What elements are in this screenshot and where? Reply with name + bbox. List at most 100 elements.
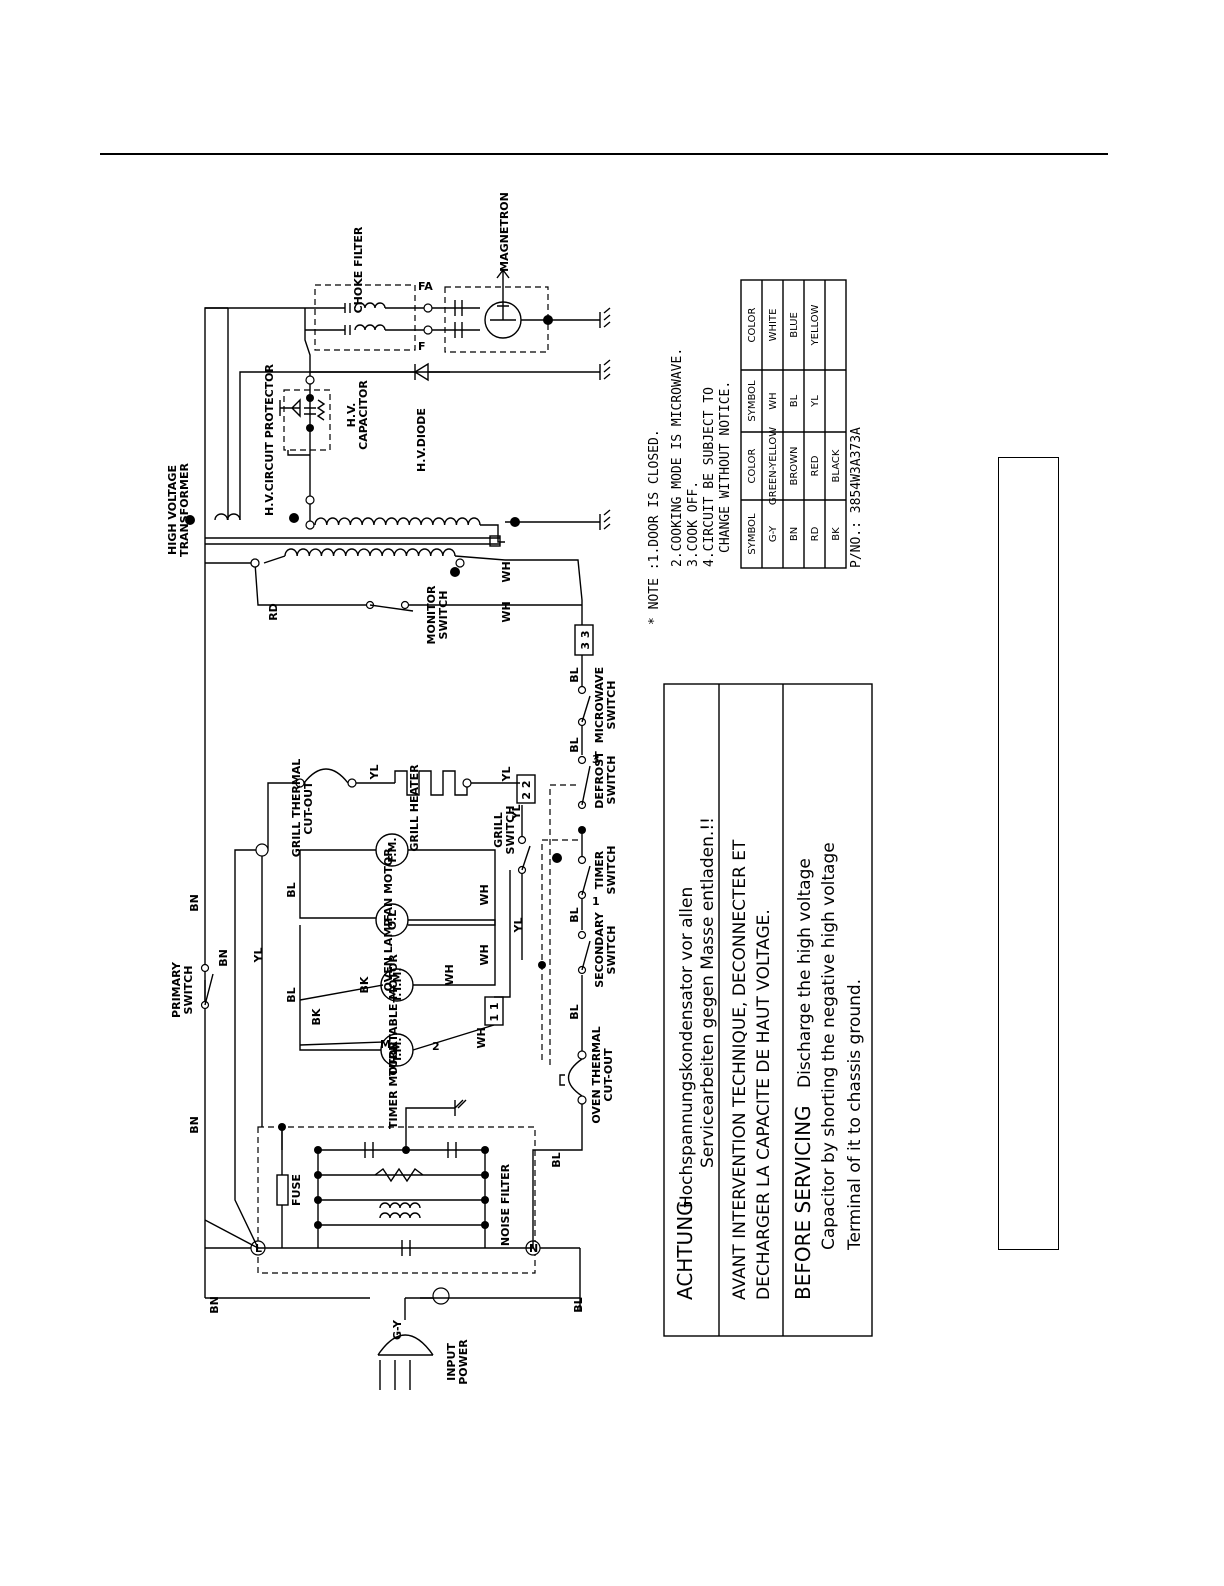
turntable-motor-label: T.T.M. bbox=[391, 967, 404, 1002]
hvt-primary-a bbox=[250, 558, 260, 568]
filter-choke-a bbox=[379, 1202, 421, 1209]
motor-m-label: M bbox=[380, 1038, 391, 1051]
hv-diode-label: H.V.DIODE bbox=[415, 408, 428, 472]
note-line-2: 2.COOKING MODE IS MICROWAVE. bbox=[670, 348, 685, 567]
magnetron-antenna bbox=[496, 268, 510, 302]
timer-sw-node bbox=[552, 853, 562, 863]
wire-label-wh-3: WH bbox=[443, 964, 456, 985]
filter-ground-lead bbox=[405, 1107, 455, 1150]
cap-term-a bbox=[305, 495, 315, 505]
part-number: P/NO.: 3854W3A373A bbox=[849, 427, 864, 568]
hvt-secondary-coil bbox=[314, 517, 481, 526]
timer-switch-lever bbox=[581, 865, 591, 896]
note-line-4: 4.CIRCUIT BE SUBJECT TO bbox=[702, 387, 717, 567]
hvt-primary-coil bbox=[284, 548, 456, 557]
note-line-3: 3.COOK OFF. bbox=[686, 481, 701, 567]
wire-label-yl-2: YL bbox=[368, 765, 381, 781]
hv-protector-box bbox=[283, 389, 331, 451]
blank-frame bbox=[998, 457, 1059, 1250]
color-table-header: SYMBOL bbox=[747, 380, 758, 422]
color-table-cell: YELLOW bbox=[810, 304, 821, 346]
warning-box bbox=[663, 683, 873, 1337]
wire-label-wh: WH bbox=[478, 884, 491, 905]
hvt-core bbox=[205, 537, 500, 545]
choke-coil-b bbox=[354, 324, 386, 331]
cap-term-b bbox=[305, 375, 315, 385]
primary-switch-lever bbox=[204, 973, 214, 1006]
wire-label-bl-2: BL bbox=[285, 882, 298, 897]
warning-en-line3: Terminal of it to chassis ground. bbox=[845, 979, 865, 1251]
color-table-cell: G-Y bbox=[768, 525, 779, 542]
ground-terminal-icon bbox=[432, 1287, 450, 1305]
secondary-switch-lever bbox=[581, 940, 591, 971]
wire-label-bk-2: BK bbox=[358, 976, 371, 993]
ground-icon-1 bbox=[599, 509, 611, 530]
grill-switch-lever bbox=[521, 845, 531, 871]
choke-term-a bbox=[423, 303, 433, 313]
grill-heater-label: GRILL HEATER bbox=[408, 764, 421, 852]
motor-2-label: 2 bbox=[432, 1040, 440, 1053]
bn-feed bbox=[204, 1247, 258, 1298]
hv-protector-diode bbox=[279, 398, 301, 418]
color-table-cell: YL bbox=[810, 395, 821, 408]
secondary-switch-contact-b bbox=[577, 930, 587, 940]
microwave-switch-contact-b bbox=[577, 685, 587, 695]
hvt-primary-b bbox=[455, 558, 465, 568]
choke-filter-label: CHOKE FILTER bbox=[352, 226, 365, 313]
rd-wire bbox=[254, 562, 370, 606]
defrost-switch-label: DEFROSTSWITCH bbox=[593, 751, 618, 809]
connector-22-label: 2 2 bbox=[520, 780, 533, 799]
hv-prot-lead bbox=[287, 450, 310, 456]
plug-body bbox=[377, 1334, 434, 1356]
filter-mid-node bbox=[402, 1146, 410, 1154]
wire-label-bl-6: BL bbox=[568, 907, 581, 922]
magnetron-leads bbox=[432, 307, 480, 331]
connector-11-label: 1 1 bbox=[488, 1002, 501, 1021]
defrost-switch-contact-b bbox=[577, 755, 587, 765]
cap-top bbox=[304, 308, 311, 376]
grill-cutout-label: GRILL THERMALCUT-OUT bbox=[290, 759, 315, 858]
wire-label-bl: BL bbox=[572, 1297, 585, 1312]
hv-protector-label: H.V.CIRCUIT PROTECTOR bbox=[263, 363, 276, 516]
choke-out bbox=[385, 307, 424, 331]
connector-22 bbox=[516, 774, 536, 804]
color-table-cell: BL bbox=[789, 394, 800, 407]
wire-label-wh-4: WH bbox=[475, 1027, 488, 1048]
note-line-1: * NOTE :1.DOOR IS CLOSED. bbox=[647, 429, 662, 625]
wire-label-yl: YL bbox=[252, 948, 265, 964]
terminal-fa-label: FA bbox=[418, 280, 433, 293]
timer-switch-label: TIMERSWITCH bbox=[593, 846, 618, 895]
input-power-label: INPUTPOWER bbox=[445, 1339, 470, 1385]
grill-heater-element bbox=[394, 770, 468, 796]
timer-motor-label: TIMER MOTOR bbox=[387, 1040, 400, 1129]
wire-label-bl-7: BL bbox=[568, 737, 581, 752]
hvt-fil-dot bbox=[185, 515, 195, 525]
hv-cap-plates bbox=[304, 407, 316, 415]
bl-bus bbox=[299, 925, 383, 1051]
wire-label-bk: BK bbox=[310, 1008, 323, 1025]
defrost-switch-lever bbox=[581, 765, 591, 806]
ground-icon-3 bbox=[599, 307, 611, 328]
connector-33 bbox=[574, 624, 594, 656]
filter-y-caps bbox=[364, 1142, 457, 1158]
warning-fr-line1: AVANT INTERVENTION TECHNIQUE, DECONNECTE… bbox=[730, 839, 750, 1300]
timer-link-a bbox=[541, 839, 580, 1060]
hvt-primary-leads bbox=[263, 555, 506, 564]
warning-en-line1: Discharge the high voltage bbox=[795, 858, 815, 1088]
hv-diode-icon bbox=[413, 362, 429, 382]
fuse-body bbox=[276, 1174, 289, 1206]
monitor-switch-lever bbox=[369, 604, 414, 612]
magnetron-internals bbox=[490, 302, 516, 321]
color-table-cell: BLACK bbox=[831, 449, 842, 482]
wh-return-a bbox=[408, 849, 496, 926]
note-line-5: CHANGE WITHOUT NOTICE. bbox=[718, 381, 733, 553]
wire-label-bn-4: BN bbox=[217, 949, 230, 967]
monitor-switch-label: MONITORSWITCH bbox=[425, 585, 450, 644]
oven-cutout-a bbox=[577, 1095, 587, 1105]
bl-bus-top bbox=[299, 850, 380, 919]
warning-de-line2: Servicearbeiten gegen Masse entladen.!! bbox=[698, 817, 718, 1168]
bl-feed bbox=[535, 1247, 581, 1310]
microwave-switch-lever bbox=[581, 695, 591, 723]
hv-capacitor-label: H.V.CAPACITOR bbox=[345, 380, 370, 450]
